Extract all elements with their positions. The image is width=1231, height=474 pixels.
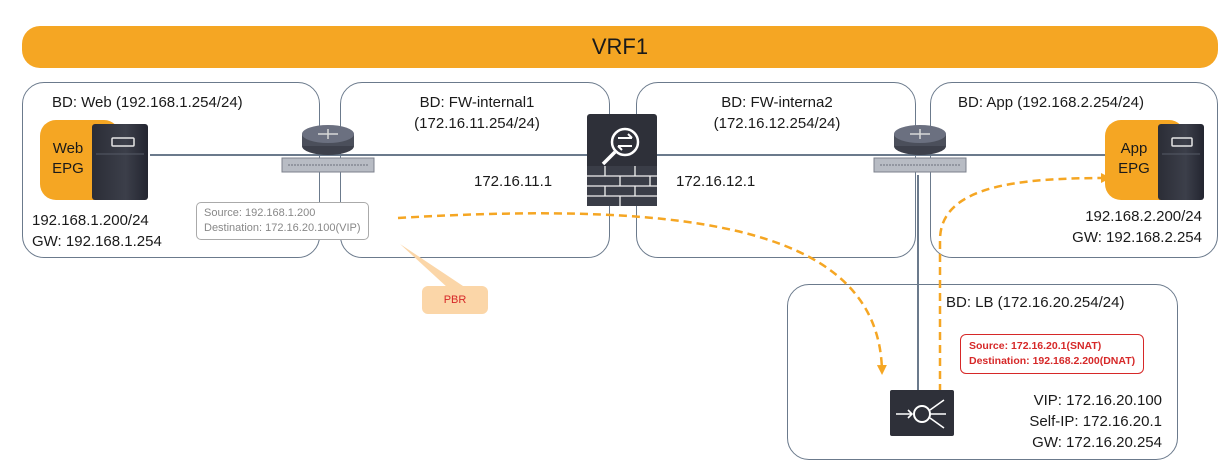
lb-flow-source: Source: 172.16.20.1(SNAT) — [969, 340, 1102, 352]
router-icon — [281, 125, 375, 173]
bd-fw-internal2-title: BD: FW-interna2 (172.16.12.254/24) — [682, 92, 872, 134]
fw-left-ip: 172.16.11.1 — [474, 173, 553, 190]
app-epg-label: App EPG — [1114, 139, 1154, 179]
server-icon-detail — [96, 137, 144, 155]
web-flow-destination: Destination: 172.16.20.100(VIP) — [204, 222, 361, 234]
web-epg-label-line1: Web — [52, 140, 84, 157]
app-epg-ip: 192.168.2.200/24 — [1085, 208, 1202, 225]
lb-gw: GW: 172.16.20.254 — [1032, 434, 1162, 451]
bd-fw-internal2-title-line2: (172.16.12.254/24) — [713, 115, 841, 132]
bd-fw-internal2-title-line1: BD: FW-interna2 — [721, 94, 833, 111]
app-server-icon-detail — [1162, 137, 1200, 155]
lb-flow-destination: Destination: 192.168.2.200(DNAT) — [969, 355, 1136, 367]
pbr-callout-tail — [400, 244, 466, 288]
bd-lb-title: BD: LB (172.16.20.254/24) — [946, 294, 1125, 311]
web-epg-ip: 192.168.1.200/24 — [32, 212, 149, 229]
web-epg-label-line2: EPG — [52, 160, 84, 177]
pbr-tag: PBR — [422, 286, 488, 314]
bd-fw-internal1-title-line2: (172.16.11.254/24) — [414, 115, 540, 132]
vrf-label: VRF1 — [591, 34, 649, 59]
bd-app-title: BD: App (192.168.2.254/24) — [958, 94, 1144, 111]
web-epg-gw: GW: 192.168.1.254 — [32, 233, 162, 250]
bd-lb-box — [787, 284, 1178, 460]
bd-fw-internal1-title-line1: BD: FW-internal1 — [419, 94, 535, 111]
load-balancer-icon — [890, 390, 954, 436]
app-epg-label-line1: App — [1120, 140, 1148, 157]
web-flow-source: Source: 192.168.1.200 — [204, 207, 316, 219]
firewall-icon — [587, 114, 657, 206]
app-epg-label-line2: EPG — [1118, 160, 1150, 177]
server-icon — [92, 124, 148, 200]
app-server-icon — [1158, 124, 1204, 200]
bd-web-title: BD: Web (192.168.1.254/24) — [52, 94, 243, 111]
web-flow-callout: Source: 192.168.1.200 Destination: 172.1… — [196, 202, 369, 240]
lb-vip: VIP: 172.16.20.100 — [1033, 392, 1162, 409]
bd-fw-internal1-title: BD: FW-internal1 (172.16.11.254/24) — [382, 92, 572, 134]
vrf-bar: VRF1 — [22, 26, 1218, 68]
app-epg-gw: GW: 192.168.2.254 — [1072, 229, 1202, 246]
switch-icon — [873, 125, 967, 173]
lb-flow-callout: Source: 172.16.20.1(SNAT) Destination: 1… — [960, 334, 1145, 374]
fw-right-ip: 172.16.12.1 — [676, 173, 756, 190]
lb-self-ip: Self-IP: 172.16.20.1 — [1029, 413, 1162, 430]
flow-arrow-to-app — [938, 173, 1111, 392]
web-epg-label: Web EPG — [48, 139, 88, 179]
flow-arrow-to-lb — [397, 212, 887, 375]
pbr-label: PBR — [443, 294, 467, 306]
